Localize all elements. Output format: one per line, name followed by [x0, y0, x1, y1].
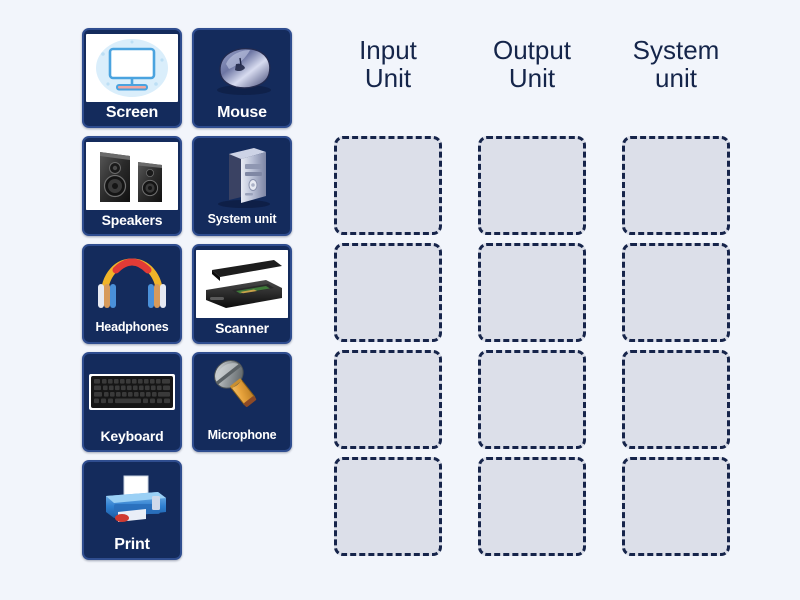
dropzone[interactable]	[334, 350, 442, 449]
monitor-icon	[86, 34, 178, 102]
column-title-line: Input	[359, 35, 417, 65]
draggable-card-tray: Screen Mouse	[82, 28, 294, 560]
dropzone[interactable]	[334, 243, 442, 342]
draggable-card[interactable]: Print	[82, 460, 182, 560]
column-title-line: Output	[492, 35, 572, 65]
dropzone[interactable]	[478, 457, 586, 556]
keyboard-icon	[86, 358, 178, 426]
column-title-line: System	[632, 35, 720, 65]
dropzone-stack	[478, 136, 586, 556]
draggable-card[interactable]: Speakers	[82, 136, 182, 236]
column-title-line: unit	[655, 63, 697, 94]
tower-pc-icon	[196, 142, 288, 210]
card-label: Speakers	[101, 212, 163, 228]
column-title-line: Unit	[364, 63, 412, 94]
scanner-icon	[196, 250, 288, 318]
speakers-icon	[86, 142, 178, 210]
mouse-icon	[196, 34, 288, 102]
dropzone[interactable]	[622, 457, 730, 556]
card-label: Mouse	[217, 104, 267, 121]
draggable-card[interactable]: Headphones	[82, 244, 182, 344]
card-label: System unit	[207, 212, 277, 226]
card-label: Screen	[105, 104, 159, 121]
draggable-card[interactable]: Mouse	[192, 28, 292, 128]
card-label: Print	[114, 536, 150, 553]
card-label: Headphones	[95, 320, 169, 334]
draggable-card[interactable]: Screen	[82, 28, 182, 128]
dropzone[interactable]	[622, 350, 730, 449]
column-title-line: Unit	[508, 63, 556, 94]
printer-icon	[86, 466, 178, 534]
dropzone[interactable]	[334, 457, 442, 556]
draggable-card[interactable]: Keyboard	[82, 352, 182, 452]
dropzone-stack	[622, 136, 730, 556]
dropzone[interactable]	[478, 136, 586, 235]
card-label: Scanner	[215, 320, 269, 336]
dropzone[interactable]	[622, 136, 730, 235]
dropzone[interactable]	[334, 136, 442, 235]
card-label: Microphone	[207, 428, 277, 442]
dropzone[interactable]	[622, 243, 730, 342]
dropzone-stack	[334, 136, 442, 556]
draggable-card[interactable]: System unit	[192, 136, 292, 236]
headphones-icon	[86, 250, 178, 318]
draggable-card[interactable]: Microphone	[192, 352, 292, 452]
card-label: Keyboard	[100, 428, 164, 444]
microphone-icon	[196, 358, 288, 426]
dropzone[interactable]	[478, 243, 586, 342]
dropzone[interactable]	[478, 350, 586, 449]
draggable-card[interactable]: Scanner	[192, 244, 292, 344]
